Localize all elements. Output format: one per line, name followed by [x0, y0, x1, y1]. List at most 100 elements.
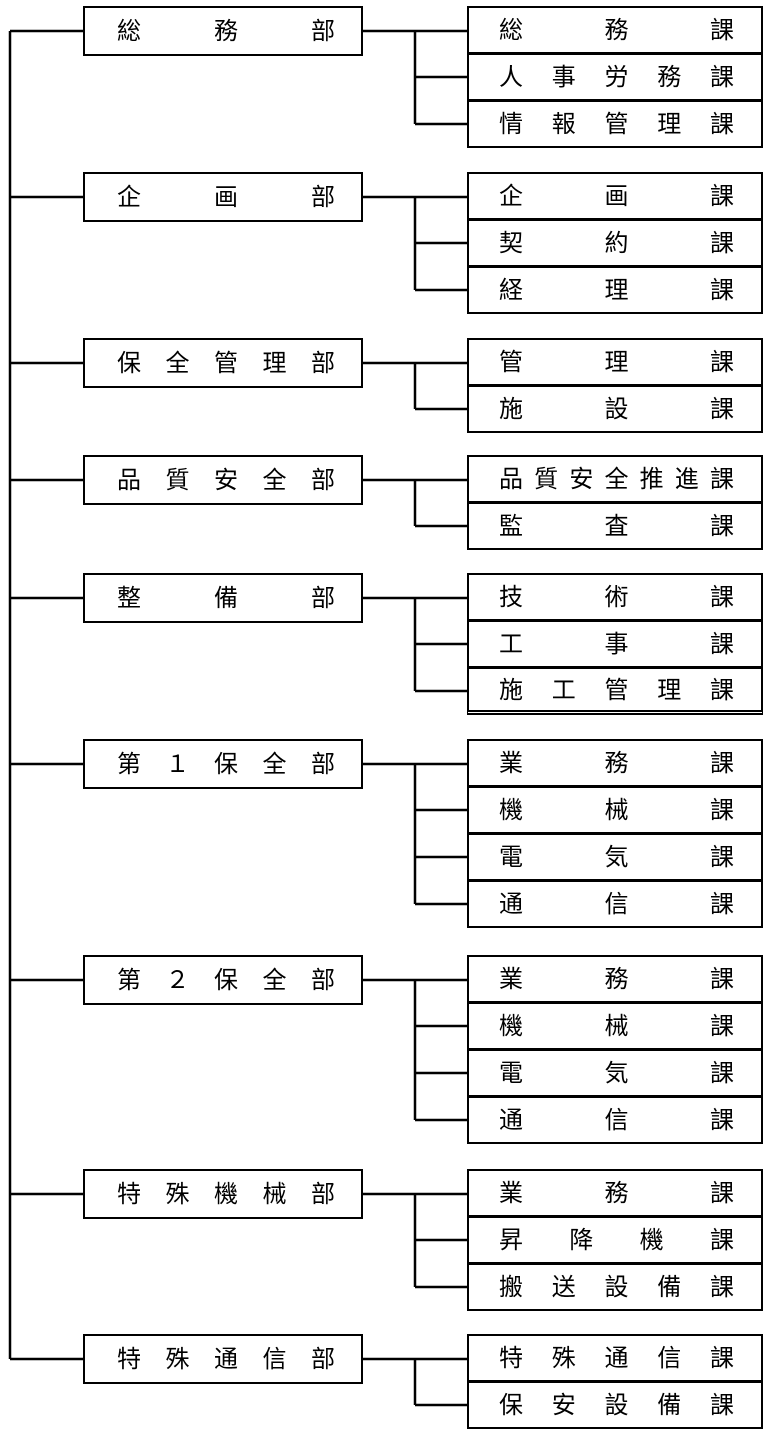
section-box-char: 管	[499, 348, 523, 376]
section-box: 通信課	[467, 880, 763, 928]
section-box-char: 施	[499, 675, 523, 704]
section-box-char: 電	[499, 1059, 523, 1087]
department-box-char: 第	[117, 966, 141, 994]
section-box-char: 安	[551, 1391, 576, 1419]
section-box-char: 務	[604, 965, 629, 993]
section-box-char: 業	[499, 749, 523, 777]
section-box-char: 課	[710, 1344, 734, 1372]
department-box-char: 部	[311, 584, 335, 612]
department-box-char: 企	[117, 183, 141, 211]
section-box-char: 技	[499, 583, 523, 611]
section-box: 施工管理課	[467, 667, 763, 715]
department-box: 保全管理部	[83, 338, 363, 388]
section-box-char: 特	[499, 1344, 523, 1372]
section-box-char: 工	[551, 675, 576, 704]
department-box-char: 部	[311, 1345, 335, 1373]
section-box: 通信課	[467, 1096, 763, 1144]
section-box-char: 課	[710, 1106, 734, 1134]
section-box-char: 課	[710, 1391, 734, 1419]
section-box-char: 術	[604, 583, 629, 611]
department-box-char: 画	[214, 183, 238, 211]
section-box-char: 全	[604, 465, 629, 493]
section-box-char: 課	[710, 63, 734, 91]
department-box-char: 部	[311, 466, 335, 494]
department-box-char: 安	[214, 466, 238, 494]
department-box-char: 全	[262, 750, 287, 778]
section-box-char: 課	[710, 675, 734, 704]
section-box-char: 備	[657, 1273, 682, 1301]
section-box-char: 課	[710, 348, 734, 376]
department-box-char: 全	[262, 466, 287, 494]
section-box-char: 工	[499, 630, 523, 658]
section-box-char: 課	[710, 395, 734, 423]
section-box: 品質安全推進課	[467, 455, 763, 503]
section-box-char: 降	[569, 1226, 594, 1254]
section-box-char: 課	[710, 229, 734, 257]
department-box-char: 通	[214, 1345, 238, 1373]
department-box: 特殊通信部	[83, 1334, 363, 1384]
section-box-char: 経	[499, 276, 523, 304]
section-box-char: 信	[604, 1106, 629, 1134]
section-box-char: 務	[604, 16, 629, 44]
section-box: 管理課	[467, 338, 763, 386]
section-box: 業務課	[467, 739, 763, 787]
section-box-char: 械	[604, 796, 629, 824]
department-box-char: ２	[165, 966, 190, 994]
section-box: 電気課	[467, 1049, 763, 1097]
section-box-char: 搬	[499, 1273, 523, 1301]
section-box-char: 業	[499, 1179, 523, 1207]
department-box-char: 殊	[165, 1345, 190, 1373]
department-box: 企画部	[83, 172, 363, 222]
department-box-char: 全	[262, 966, 287, 994]
section-box-char: 電	[499, 843, 523, 871]
section-box-char: 報	[551, 110, 576, 138]
department-box-char: 管	[214, 349, 238, 377]
section-box-char: 送	[551, 1273, 576, 1301]
section-box-char: 施	[499, 395, 523, 423]
department-box-char: 機	[214, 1180, 238, 1208]
section-box: 監査課	[467, 502, 763, 550]
section-box-char: 通	[604, 1344, 629, 1372]
section-box-char: 理	[657, 110, 682, 138]
section-box-char: 課	[710, 630, 734, 658]
department-box-char: 整	[117, 584, 141, 612]
section-box-char: 人	[499, 63, 523, 91]
section-box-char: 労	[604, 63, 629, 91]
section-box-char: 機	[499, 1012, 523, 1040]
department-box-char: 備	[214, 584, 238, 612]
department-box-char: 総	[117, 17, 141, 45]
section-box-char: 理	[657, 675, 682, 704]
section-box-char: 設	[604, 395, 629, 423]
department-box-char: １	[165, 750, 190, 778]
section-box-char: 課	[710, 1179, 734, 1207]
section-box: 業務課	[467, 1169, 763, 1217]
section-box-char: 機	[499, 796, 523, 824]
section-box: 企画課	[467, 172, 763, 220]
department-box-char: 理	[262, 349, 287, 377]
section-box-char: 契	[499, 229, 523, 257]
department-box-char: 保	[117, 349, 141, 377]
section-box-char: 課	[710, 276, 734, 304]
department-box: 総務部	[83, 6, 363, 56]
section-box-char: 務	[657, 63, 682, 91]
section-box: 機械課	[467, 1002, 763, 1050]
section-box-char: 情	[499, 110, 523, 138]
section-box-char: 械	[604, 1012, 629, 1040]
department-box: 品質安全部	[83, 455, 363, 505]
section-box-char: 推	[639, 465, 664, 493]
section-box: 業務課	[467, 955, 763, 1003]
department-box-char: 務	[214, 17, 238, 45]
section-box-char: 理	[604, 276, 629, 304]
section-box-char: 課	[710, 182, 734, 210]
department-box-char: 信	[262, 1345, 287, 1373]
section-box: 昇降機課	[467, 1216, 763, 1264]
department-box: 特殊機械部	[83, 1169, 363, 1219]
department-box-char: 保	[214, 750, 238, 778]
section-box: 特殊通信課	[467, 1334, 763, 1382]
section-box: 契約課	[467, 219, 763, 267]
department-box-char: 部	[311, 17, 335, 45]
section-box-char: 課	[710, 890, 734, 918]
section-box: 工事課	[467, 620, 763, 668]
